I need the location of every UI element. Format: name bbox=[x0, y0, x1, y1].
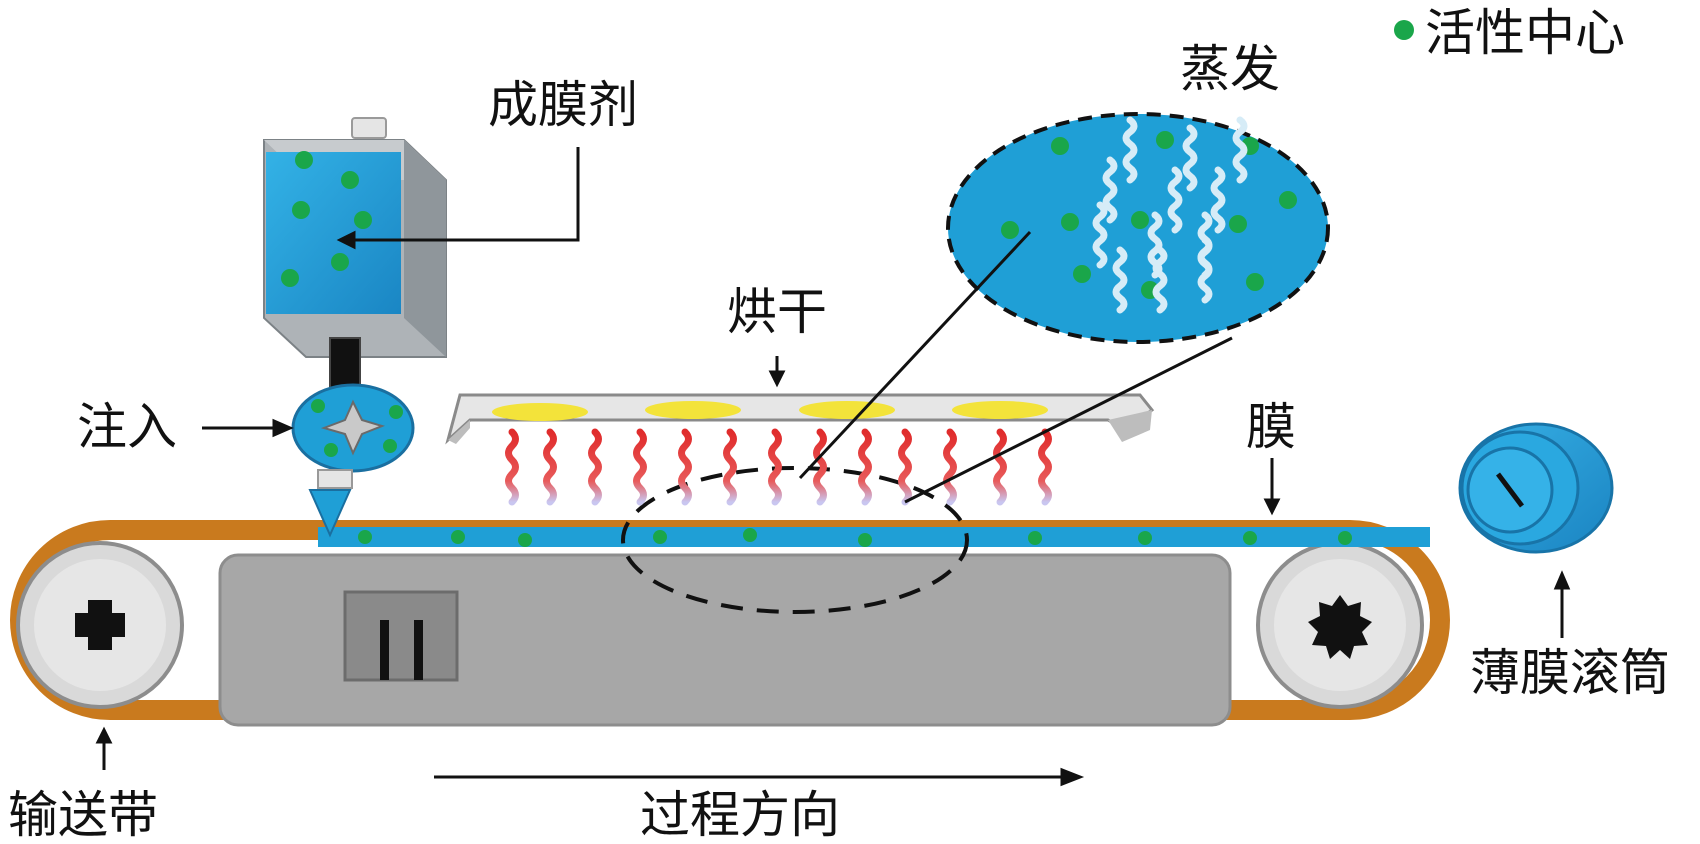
heater-flame bbox=[588, 428, 602, 506]
conveyor-belt bbox=[10, 520, 1450, 720]
process-direction-label: 过程方向 bbox=[640, 786, 840, 844]
heater-flame bbox=[1038, 428, 1052, 506]
heater-flame bbox=[993, 428, 1007, 506]
vapor-wisp bbox=[1182, 124, 1198, 192]
vapor-wisp bbox=[1102, 156, 1118, 224]
vapor-wisp bbox=[1232, 116, 1248, 184]
zoom-region-ellipse bbox=[621, 466, 969, 614]
film-label: 膜 bbox=[1246, 398, 1296, 456]
machine-body bbox=[218, 553, 1232, 727]
dry-label: 烘干 bbox=[727, 283, 827, 341]
vapor-wisp bbox=[1092, 201, 1108, 269]
zoom-bubble bbox=[798, 112, 1330, 504]
inject-label: 注入 bbox=[77, 398, 177, 456]
film-agent-label: 成膜剂 bbox=[488, 76, 638, 134]
heater-flame bbox=[943, 428, 957, 506]
evaporate-label: 蒸发 bbox=[1180, 40, 1280, 98]
legend-label: 活性中心 bbox=[1425, 4, 1625, 62]
vapor-wisp bbox=[1112, 246, 1128, 314]
heater-flame bbox=[813, 428, 827, 506]
vapor-wisp bbox=[1152, 246, 1168, 314]
heater-flame bbox=[505, 428, 519, 506]
legend-marker bbox=[1394, 20, 1414, 40]
film-layer bbox=[318, 527, 1430, 547]
vapor-wisp bbox=[1210, 166, 1226, 234]
injector-icon bbox=[291, 383, 415, 538]
heater-icon bbox=[445, 393, 1155, 506]
vapor-wisp bbox=[1167, 166, 1183, 234]
heater-flame bbox=[898, 428, 912, 506]
tank-icon bbox=[263, 117, 447, 411]
drive-wheel-right-icon bbox=[1256, 541, 1424, 709]
film-roller-label: 薄膜滚筒 bbox=[1470, 644, 1670, 702]
heater-flame bbox=[858, 428, 872, 506]
vapor-icon bbox=[1092, 116, 1248, 314]
vapor-wisp bbox=[1197, 236, 1213, 304]
heater-flame bbox=[768, 428, 782, 506]
heater-flame bbox=[633, 428, 647, 506]
conveyor-label: 输送带 bbox=[8, 786, 158, 844]
film-roller-icon bbox=[1458, 422, 1614, 554]
pointer-arrows bbox=[95, 147, 1571, 787]
drive-wheel-left-icon bbox=[16, 541, 184, 709]
heater-flame bbox=[543, 428, 557, 506]
vapor-wisp bbox=[1122, 116, 1138, 184]
heater-flame bbox=[723, 428, 737, 506]
heater-flame bbox=[678, 428, 692, 506]
